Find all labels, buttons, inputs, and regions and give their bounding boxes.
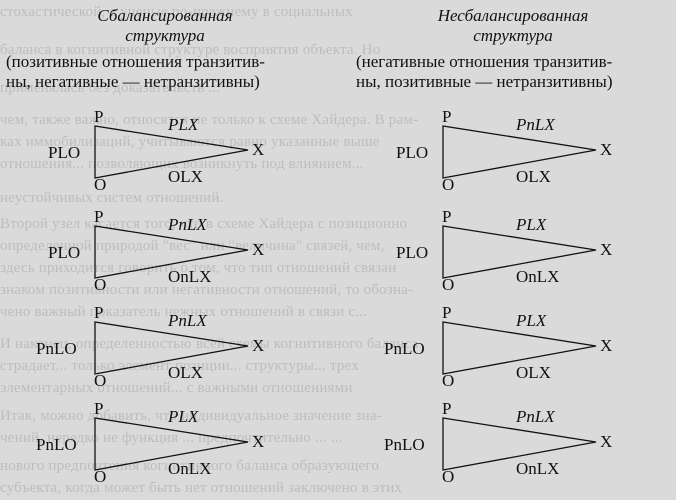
relation-px-label: PnLX bbox=[168, 215, 207, 234]
bleed-line: баланса в когнитивной структуре восприят… bbox=[0, 42, 381, 58]
relation-po-label: PnLO bbox=[36, 435, 77, 454]
triangle-edges bbox=[94, 125, 249, 179]
vertex-p-label: P bbox=[94, 303, 104, 322]
vertex-x-label: X bbox=[600, 140, 613, 159]
bleed-line: отношения... позволяющих возникнуть под … bbox=[0, 156, 364, 172]
bleed-line: здесь приходится говорить о том, что тип… bbox=[0, 260, 397, 276]
relation-px-label: PnLX bbox=[168, 311, 207, 330]
triad-triangle bbox=[94, 321, 249, 375]
relation-ox-label: OnLX bbox=[516, 459, 560, 478]
relation-ox-label: OnLX bbox=[168, 267, 212, 286]
relation-px-label: PnLX bbox=[516, 407, 555, 426]
vertex-o-label: O bbox=[94, 275, 107, 294]
vertex-p-label: P bbox=[94, 207, 104, 226]
triad-triangle bbox=[94, 125, 249, 179]
bleed-line: стохастической, а ученые по-прежнему в с… bbox=[0, 4, 353, 20]
triangle-edges bbox=[94, 417, 249, 471]
balanced-title: Сбалансированная структура bbox=[97, 6, 233, 45]
bleed-line: неустойчивых систем отношений. bbox=[0, 190, 224, 206]
relation-px-label: PLX bbox=[168, 407, 199, 426]
vertex-x-label: X bbox=[600, 336, 613, 355]
vertex-p-label: P bbox=[94, 107, 104, 126]
unbalanced-column-header: Несбалансированная структура (негативные… bbox=[348, 6, 676, 92]
vertex-x-label: X bbox=[252, 336, 265, 355]
bleed-line: чем, также важно, относятся не только к … bbox=[0, 112, 419, 128]
bleed-line: Второй узел касается того, что в схеме Х… bbox=[0, 216, 408, 232]
relation-po-label: PnLO bbox=[384, 435, 425, 454]
triangle-edges bbox=[442, 125, 597, 179]
balanced-column-header: Сбалансированная структура (позитивные о… bbox=[0, 6, 330, 92]
relation-po-label: PLO bbox=[48, 243, 81, 262]
balanced-triad-diagram: P O X PnLO PLX OnLX bbox=[36, 399, 348, 486]
vertex-o-label: O bbox=[442, 467, 455, 486]
balanced-triad-diagram: P O X PLO PLX OLX bbox=[48, 107, 348, 194]
relation-px-label: PLX bbox=[516, 311, 547, 330]
relation-po-label: PLO bbox=[396, 243, 429, 262]
relation-ox-label: OLX bbox=[516, 363, 551, 382]
vertex-o-label: O bbox=[94, 371, 107, 390]
vertex-o-label: O bbox=[442, 175, 455, 194]
triad-triangle bbox=[94, 417, 249, 471]
relation-ox-label: OLX bbox=[168, 363, 203, 382]
unbalanced-note: (негативные отношения транзитив- ны, поз… bbox=[356, 52, 613, 91]
balanced-triad-diagram: P O X PnLO PnLX OLX bbox=[36, 303, 348, 390]
bleed-line: чено важный показатель нежных отношений … bbox=[0, 304, 368, 320]
balanced-triad-diagram: P O X PLO PnLX OnLX bbox=[48, 207, 348, 294]
triangle-edges bbox=[94, 321, 249, 375]
bleed-line: субъекта, когда может быть нет отношений… bbox=[0, 480, 403, 496]
relation-po-label: PnLO bbox=[36, 339, 77, 358]
vertex-o-label: O bbox=[442, 371, 455, 390]
bleed-line: элементарных отношений... с важными отно… bbox=[0, 380, 353, 396]
triangle-edges bbox=[442, 225, 597, 279]
relation-ox-label: OnLX bbox=[168, 459, 212, 478]
relation-po-label: PnLO bbox=[384, 339, 425, 358]
vertex-x-label: X bbox=[252, 240, 265, 259]
triad-triangle bbox=[94, 225, 249, 279]
triad-triangle bbox=[442, 321, 597, 375]
triad-triangle bbox=[442, 125, 597, 179]
vertex-p-label: P bbox=[442, 399, 452, 418]
relation-po-label: PLO bbox=[396, 143, 429, 162]
bleed-line: знаком позитивности или негативности отн… bbox=[0, 282, 414, 298]
relation-ox-label: OnLX bbox=[516, 267, 560, 286]
triangle-edges bbox=[94, 225, 249, 279]
vertex-p-label: P bbox=[94, 399, 104, 418]
unbalanced-triad-diagram: P O X PLO PnLX OLX bbox=[396, 107, 676, 194]
bleed-line: определенной природой "вес" или "величин… bbox=[0, 238, 385, 254]
triad-triangle bbox=[442, 225, 597, 279]
vertex-x-label: X bbox=[252, 140, 265, 159]
relation-px-label: PLX bbox=[516, 215, 547, 234]
unbalanced-triad-diagram: P O X PnLO PLX OLX bbox=[384, 303, 676, 390]
relation-px-label: PLX bbox=[168, 115, 199, 134]
unbalanced-triad-diagram: P O X PnLO PnLX OnLX bbox=[384, 399, 676, 486]
vertex-o-label: O bbox=[94, 175, 107, 194]
relation-ox-label: OLX bbox=[516, 167, 551, 186]
unbalanced-title: Несбалансированная структура bbox=[437, 6, 589, 45]
relation-po-label: PLO bbox=[48, 143, 81, 162]
unbalanced-triad-diagram: P O X PLO PLX OnLX bbox=[396, 207, 676, 294]
balanced-note: (позитивные отношения транзитив- ны, нег… bbox=[6, 52, 265, 91]
triangle-edges bbox=[442, 321, 597, 375]
vertex-x-label: X bbox=[600, 240, 613, 259]
vertex-x-label: X bbox=[252, 432, 265, 451]
vertex-o-label: O bbox=[94, 467, 107, 486]
triangle-edges bbox=[442, 417, 597, 471]
triad-triangle bbox=[442, 417, 597, 471]
relation-px-label: PnLX bbox=[516, 115, 555, 134]
vertex-x-label: X bbox=[600, 432, 613, 451]
vertex-p-label: P bbox=[442, 303, 452, 322]
vertex-o-label: O bbox=[442, 275, 455, 294]
bleed-line: применялась без доказательств ... bbox=[0, 80, 221, 96]
vertex-p-label: P bbox=[442, 107, 452, 126]
bleed-line: чений, нередко не функция ... предпочтит… bbox=[0, 430, 343, 446]
relation-ox-label: OLX bbox=[168, 167, 203, 186]
vertex-p-label: P bbox=[442, 207, 452, 226]
bleed-line: страдает... только элемент позиции... ст… bbox=[0, 358, 359, 374]
bleed-line: И наконец, определенностью всей схемы ко… bbox=[0, 336, 419, 352]
